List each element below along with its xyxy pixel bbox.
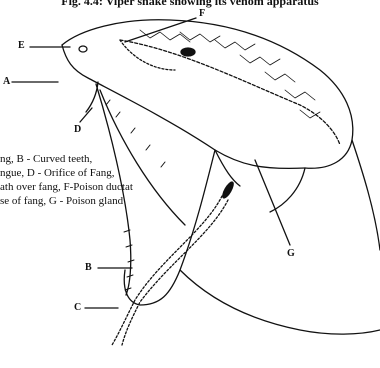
glottis <box>221 181 235 200</box>
legend: ng, B - Curved teeth, ngue, D - Orifice … <box>0 152 133 208</box>
legend-line: ngue, D - Orifice of Fang, <box>0 166 133 180</box>
poison-duct <box>120 40 175 70</box>
lower-jaw-base <box>180 270 380 334</box>
poison-gland <box>120 40 340 145</box>
label-c: C <box>74 302 81 313</box>
legend-line: ath over fang, F-Poison ductat <box>0 180 133 194</box>
body-curve <box>270 168 305 212</box>
legend-line: ng, B - Curved teeth, <box>0 152 133 166</box>
label-d: D <box>74 124 81 135</box>
label-a: A <box>3 76 10 87</box>
head-outline <box>62 20 353 168</box>
lower-jaw-outline <box>124 150 215 305</box>
legend-line: se of fang, G - Poison gland <box>0 194 133 208</box>
head-scales <box>140 30 320 118</box>
label-g: G <box>287 248 295 259</box>
label-f: F <box>199 8 205 19</box>
tongue-2 <box>122 200 228 345</box>
leader-d <box>80 108 92 122</box>
label-e: E <box>18 40 25 51</box>
eye <box>181 48 195 56</box>
label-b: B <box>85 262 92 273</box>
neck-outline <box>352 140 380 250</box>
mouth-inner-line-2 <box>215 150 240 186</box>
nostril <box>79 46 87 52</box>
